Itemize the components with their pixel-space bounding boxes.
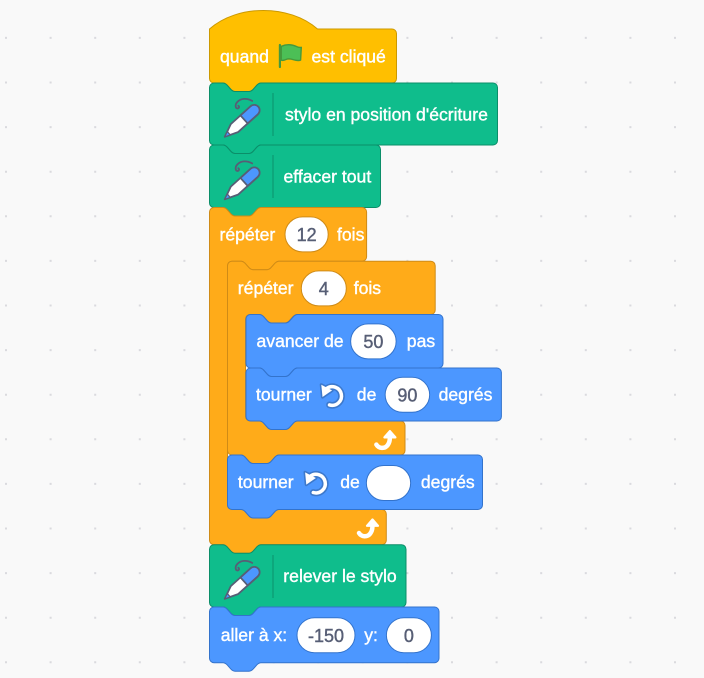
svg-text:4: 4 (319, 279, 329, 299)
svg-text:tourner: tourner (256, 384, 312, 404)
svg-text:-150: -150 (308, 626, 344, 646)
svg-text:pas: pas (407, 331, 436, 351)
svg-text:0: 0 (404, 626, 414, 646)
svg-text:quand: quand (220, 46, 269, 66)
svg-text:tourner: tourner (238, 472, 294, 492)
svg-text:répéter: répéter (238, 278, 294, 298)
svg-text:est cliqué: est cliqué (312, 46, 386, 66)
svg-text:avancer de: avancer de (257, 331, 344, 351)
svg-text:50: 50 (363, 332, 383, 352)
svg-text:de: de (357, 384, 377, 404)
svg-text:12: 12 (297, 225, 317, 245)
svg-text:stylo en position d'écriture: stylo en position d'écriture (285, 104, 488, 124)
svg-text:degrés: degrés (439, 384, 493, 404)
svg-text:de: de (340, 472, 360, 492)
svg-text:relever le stylo: relever le stylo (283, 566, 397, 586)
svg-text:degrés: degrés (421, 472, 475, 492)
svg-text:fois: fois (337, 224, 365, 244)
svg-text:y:: y: (364, 625, 378, 645)
svg-text:répéter: répéter (220, 224, 276, 244)
svg-text:aller à x:: aller à x: (221, 625, 288, 645)
svg-text:90: 90 (397, 386, 417, 406)
svg-text:fois: fois (354, 278, 382, 298)
svg-text:effacer tout: effacer tout (284, 167, 372, 187)
